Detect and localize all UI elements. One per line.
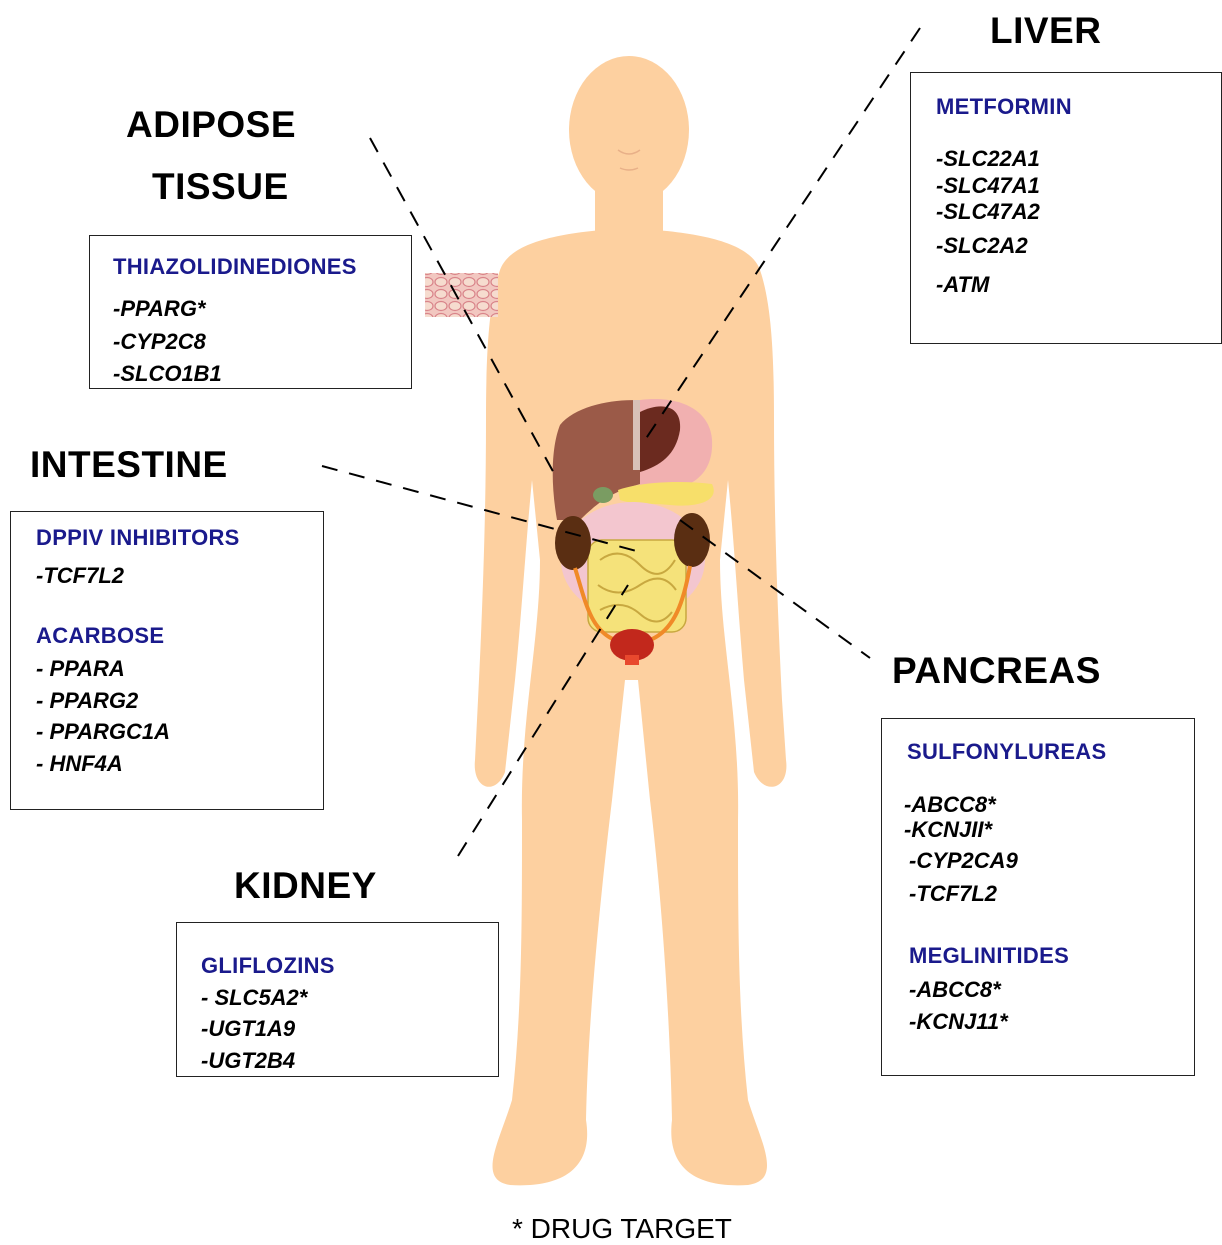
liver-title: LIVER xyxy=(990,12,1101,49)
kidney-drug-box: GLIFLOZINS - SLC5A2* -UGT1A9 -UGT2B4 xyxy=(176,922,499,1077)
gene-item: -SLC47A1 xyxy=(936,173,1040,199)
gene-item: -TCF7L2 xyxy=(36,563,124,589)
kidney-title: KIDNEY xyxy=(234,867,377,904)
drug-label: THIAZOLIDINEDIONES xyxy=(113,254,357,280)
liver-ligament xyxy=(633,400,640,470)
gene-item: -CYP2C8 xyxy=(113,329,206,355)
gene-item: -UGT2B4 xyxy=(201,1048,295,1074)
drug-target-footnote: * DRUG TARGET xyxy=(512,1213,732,1245)
intestine-title: INTESTINE xyxy=(30,446,228,483)
gene-item: -SLC2A2 xyxy=(936,233,1028,259)
gene-item: -ABCC8* xyxy=(904,792,996,818)
drug-label: DPPIV INHIBITORS xyxy=(36,525,240,551)
gene-item: - HNF4A xyxy=(36,751,123,777)
adipose-drug-box: THIAZOLIDINEDIONES -PPARG* -CYP2C8 -SLCO… xyxy=(89,235,412,389)
gene-item: -PPARG* xyxy=(113,296,206,322)
adipose-tissue-patch xyxy=(425,273,498,317)
intestine-drug-box: DPPIV INHIBITORS -TCF7L2 ACARBOSE - PPAR… xyxy=(10,511,324,810)
pancreas-drug-box: SULFONYLUREAS -ABCC8* -KCNJII* -CYP2CA9 … xyxy=(881,718,1195,1076)
gene-item: - SLC5A2* xyxy=(201,985,307,1011)
gene-item: -SLC47A2 xyxy=(936,199,1040,225)
gene-item: -KCNJII* xyxy=(904,817,992,843)
right-kidney xyxy=(674,513,710,567)
drug-label: SULFONYLUREAS xyxy=(907,739,1106,765)
drug-label: GLIFLOZINS xyxy=(201,953,335,979)
pancreas-title: PANCREAS xyxy=(892,652,1101,689)
drug-label: ACARBOSE xyxy=(36,623,164,649)
urethra xyxy=(625,655,639,665)
gene-item: - PPARG2 xyxy=(36,688,138,714)
gene-item: -CYP2CA9 xyxy=(909,848,1018,874)
gene-item: -KCNJ11* xyxy=(909,1009,1008,1035)
gene-item: -TCF7L2 xyxy=(909,881,997,907)
drug-label: MEGLINITIDES xyxy=(909,943,1069,969)
adipose-title-line1: ADIPOSE xyxy=(126,106,296,143)
torso xyxy=(475,228,787,1185)
head xyxy=(569,56,689,204)
left-kidney xyxy=(555,516,591,570)
adipose-title-line2: TISSUE xyxy=(152,168,289,205)
liver-drug-box: METFORMIN -SLC22A1 -SLC47A1 -SLC47A2 -SL… xyxy=(910,72,1222,344)
gene-item: -SLCO1B1 xyxy=(113,361,222,387)
gene-item: -SLC22A1 xyxy=(936,146,1040,172)
gallbladder xyxy=(593,487,613,503)
gene-item: - PPARGC1A xyxy=(36,719,170,745)
gene-item: -ATM xyxy=(936,272,989,298)
gene-item: - PPARA xyxy=(36,656,125,682)
gene-item: -ABCC8* xyxy=(909,977,1001,1003)
gene-item: -UGT1A9 xyxy=(201,1016,295,1042)
drug-label: METFORMIN xyxy=(936,94,1072,120)
